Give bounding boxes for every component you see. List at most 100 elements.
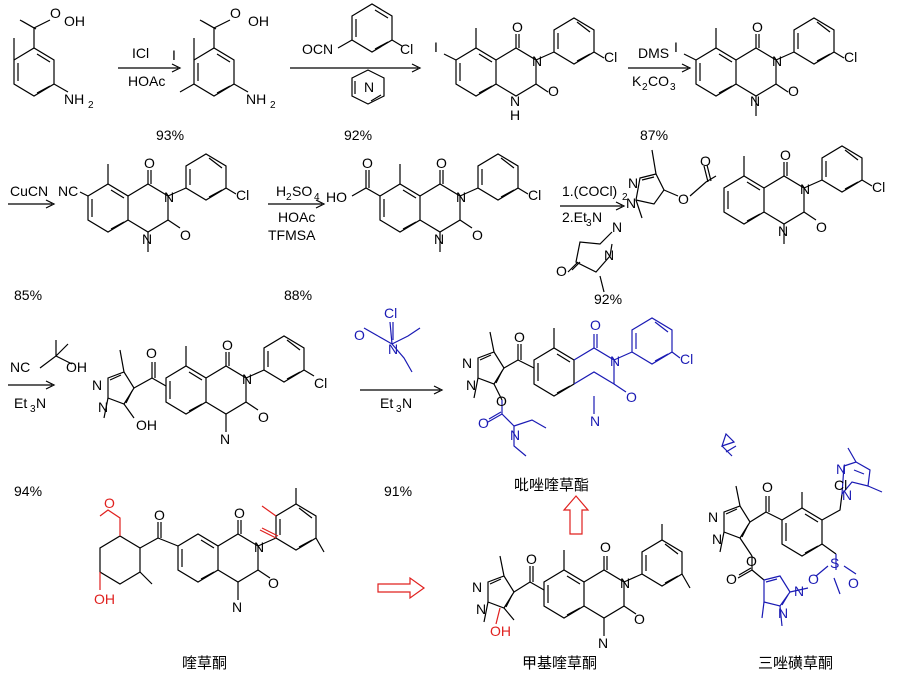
subscript: 3 [396, 404, 402, 415]
atom-Cl: Cl [236, 187, 249, 203]
atom-O: O [472, 227, 483, 243]
reagent-CO: CO [648, 73, 669, 89]
atom-O: O [590, 317, 601, 333]
reagent-SO: SO [292, 183, 312, 199]
atom-N: N [750, 93, 760, 109]
atom-N: N [164, 189, 174, 205]
atom-NC: NC [58, 183, 78, 199]
atom-N: N [620, 575, 630, 591]
atom-N: N [92, 377, 102, 393]
subscript: 2 [270, 100, 276, 111]
atom-H: H [510, 107, 520, 123]
atom-O: O [268, 575, 279, 591]
atom-N: N [772, 53, 782, 69]
atom-N: N [626, 195, 636, 211]
reagent-N: N [36, 395, 46, 411]
atom-O: O [436, 155, 447, 171]
atom-O: O [726, 571, 737, 587]
subscript: 3 [30, 404, 36, 415]
atom-N: N [510, 427, 520, 443]
atom-N: N [800, 181, 810, 197]
name-pyrazoquinazolinone: 吡唑喹草酯 [514, 476, 589, 494]
atom-N: N [466, 377, 476, 393]
atom-N: N [388, 341, 398, 357]
bond-layer-blue [363, 317, 883, 627]
atom-N: N [598, 635, 608, 651]
yield-2: 92% [344, 127, 372, 143]
reagent-Et: Et [380, 395, 393, 411]
name-tripyrasulfone: 三唑磺草酮 [758, 654, 833, 672]
atom-N: N [456, 189, 466, 205]
atom-Cl: Cl [872, 179, 885, 195]
atom-O: O [788, 83, 799, 99]
reagent-HOAc: HOAc [128, 73, 165, 89]
reagent-COCl2: 1.(COCl) [562, 183, 617, 199]
atom-O: O [700, 153, 711, 169]
atom-O: O [222, 337, 233, 353]
atom-Cl: Cl [384, 305, 397, 321]
bond-layer-red [99, 495, 590, 625]
atom-N: N [778, 223, 788, 239]
subscript: 4 [314, 192, 320, 203]
reagent-Et: 2.Et [562, 209, 587, 225]
atom-N: N [462, 355, 472, 371]
reagent-DMS: DMS [638, 45, 669, 61]
reagent-NC: NC [10, 359, 30, 375]
atom-NH2: NH [64, 91, 84, 107]
reagent-N: N [402, 395, 412, 411]
atom-Cl: Cl [844, 49, 857, 65]
atom-N: N [98, 399, 108, 415]
yield-6: 92% [594, 291, 622, 307]
atom-O: O [154, 507, 165, 523]
atom-OH: OH [94, 591, 115, 607]
atom-O: O [816, 219, 827, 235]
atom-N: N [778, 605, 788, 621]
atom-N: N [220, 431, 230, 447]
atom-N: N [708, 509, 718, 525]
reagent-N: N [592, 209, 602, 225]
name-methyl-quinazolinone: 甲基喹草酮 [522, 654, 597, 672]
atom-O: O [848, 575, 859, 591]
atom-O: O [752, 19, 763, 35]
atom-O: O [258, 409, 269, 425]
atom-labels-blue: Cl O N O N O N Cl O N N N S O O N N [354, 305, 859, 621]
atom-O: O [746, 553, 757, 569]
atom-N: N [842, 487, 852, 503]
atom-O: O [634, 611, 645, 627]
atom-N: N [242, 371, 252, 387]
atom-O: O [234, 505, 245, 521]
atom-S: S [830, 555, 839, 571]
yield-1: 93% [156, 127, 184, 143]
atom-OH: OH [64, 13, 85, 29]
name-quinazolinone-trione: 喹草酮 [182, 654, 227, 672]
atom-Cl: Cl [680, 351, 693, 367]
atom-N: N [590, 413, 600, 429]
atom-N: N [604, 247, 614, 263]
atom-O: O [180, 227, 191, 243]
atom-N: N [628, 175, 638, 191]
atom-Cl: Cl [604, 49, 617, 65]
reagent-OH: OH [66, 359, 87, 375]
atom-N: N [612, 219, 622, 235]
atom-I: I [172, 47, 176, 63]
bond-layer-black [8, 3, 873, 636]
yield-8: 91% [384, 483, 412, 499]
atom-N: N [794, 583, 804, 599]
atom-O: O [144, 155, 155, 171]
atom-O: O [780, 147, 791, 163]
atom-O: O [512, 19, 523, 35]
atom-N: N [712, 531, 722, 547]
atom-N: N [434, 231, 444, 247]
atom-I: I [674, 39, 678, 55]
atom-N: N [510, 93, 520, 109]
atom-N: N [142, 231, 152, 247]
atom-O: O [556, 263, 567, 279]
atom-O: O [526, 551, 537, 567]
atom-O: O [514, 329, 525, 345]
reagent-Et: Et [14, 395, 27, 411]
atom-NH2: NH [246, 91, 266, 107]
atom-Cl: Cl [834, 477, 847, 493]
compound-names: 吡唑喹草酯 喹草酮 甲基喹草酮 三唑磺草酮 [182, 476, 833, 672]
atom-Cl: Cl [314, 375, 327, 391]
